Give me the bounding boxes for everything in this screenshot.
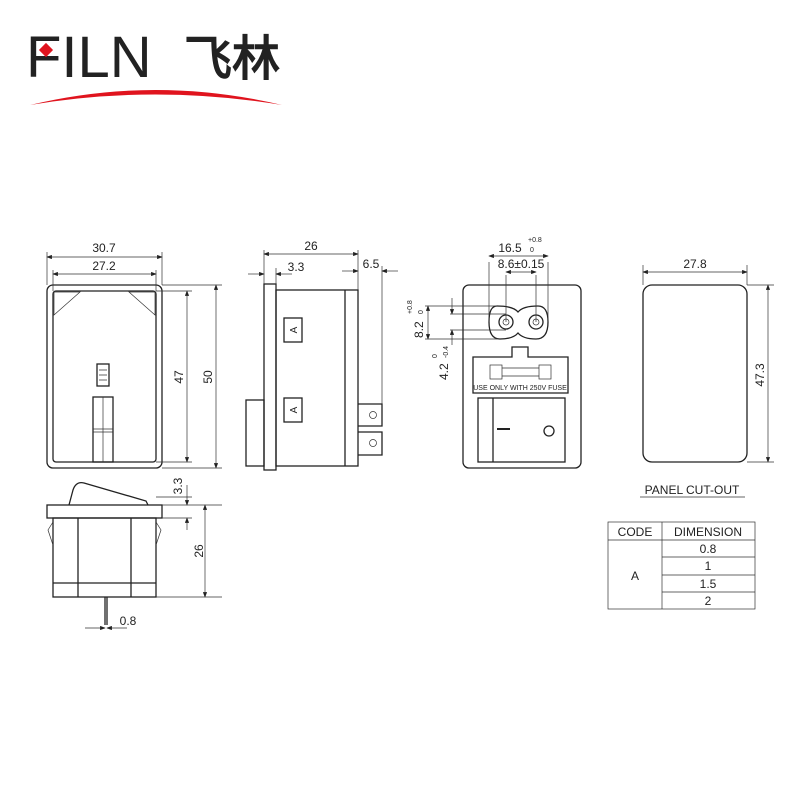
dim-cutout-width: 27.8 bbox=[683, 257, 707, 271]
logo-chinese: 飞林 bbox=[184, 33, 280, 86]
dim-body-height: 26 bbox=[192, 544, 206, 558]
dim-pin-offset: 4.2 bbox=[437, 363, 451, 380]
dim-socket-height-tol-plus: +0.8 bbox=[407, 300, 414, 314]
table-header-dimension: DIMENSION bbox=[674, 525, 742, 539]
dim-socket-width-tol-minus: 0 bbox=[530, 247, 534, 254]
table-code-value: A bbox=[631, 569, 639, 583]
logo-text: FILN bbox=[26, 25, 152, 90]
dim-flange: 3.3 bbox=[288, 260, 305, 274]
dim-cutout-height: 47.3 bbox=[753, 363, 767, 387]
bottom-view: 3.3 26 0.8 bbox=[46, 477, 222, 631]
side-view: A A 26 3.3 6.5 bbox=[245, 239, 398, 471]
dim-rocker-height: 3.3 bbox=[171, 477, 185, 494]
dimension-table: CODE DIMENSION A 0.8 1 1.5 2 bbox=[607, 521, 756, 610]
dim-pin-width: 0.8 bbox=[120, 614, 137, 628]
table-cell: 0.8 bbox=[700, 542, 717, 556]
filn-logo: FILN 飞林 bbox=[26, 25, 282, 105]
panel-cutout-label: PANEL CUT-OUT bbox=[645, 483, 740, 497]
dim-depth: 26 bbox=[304, 239, 318, 253]
table-cell: 2 bbox=[705, 594, 712, 608]
logo-swoosh bbox=[30, 90, 282, 105]
dim-socket-width: 16.5 bbox=[498, 241, 522, 255]
dim-pin-spacing: 8.6±0.15 bbox=[498, 257, 545, 271]
dim-width-outer: 30.7 bbox=[92, 241, 116, 255]
rear-view: USE ONLY WITH 250V FUSE 16.5 +0.8 0 8.6±… bbox=[407, 237, 582, 469]
dim-socket-height: 8.2 bbox=[412, 321, 426, 338]
dim-pin-offset-tol-plus: 0 bbox=[432, 354, 439, 358]
dim-width-inner: 27.2 bbox=[92, 259, 116, 273]
dim-socket-height-tol-minus: 0 bbox=[418, 310, 425, 314]
front-view: 30.7 27.2 47 50 bbox=[46, 241, 222, 469]
table-cell: 1 bbox=[705, 559, 712, 573]
tab-label-top: A bbox=[289, 326, 300, 333]
logo-diamond bbox=[38, 42, 54, 58]
dim-height-inner: 47 bbox=[172, 370, 186, 384]
table-cell: 1.5 bbox=[700, 577, 717, 591]
dim-socket-width-tol-plus: +0.8 bbox=[528, 237, 542, 244]
panel-cutout-view: 27.8 47.3 PANEL CUT-OUT bbox=[640, 257, 774, 498]
tab-label-bottom: A bbox=[289, 406, 300, 413]
dim-height-outer: 50 bbox=[201, 370, 215, 384]
fuse-warning-text: USE ONLY WITH 250V FUSE bbox=[473, 385, 567, 392]
dim-pin-offset-tol-minus: -0.4 bbox=[443, 346, 450, 358]
table-header-code: CODE bbox=[618, 525, 653, 539]
dim-terminal: 6.5 bbox=[363, 257, 380, 271]
